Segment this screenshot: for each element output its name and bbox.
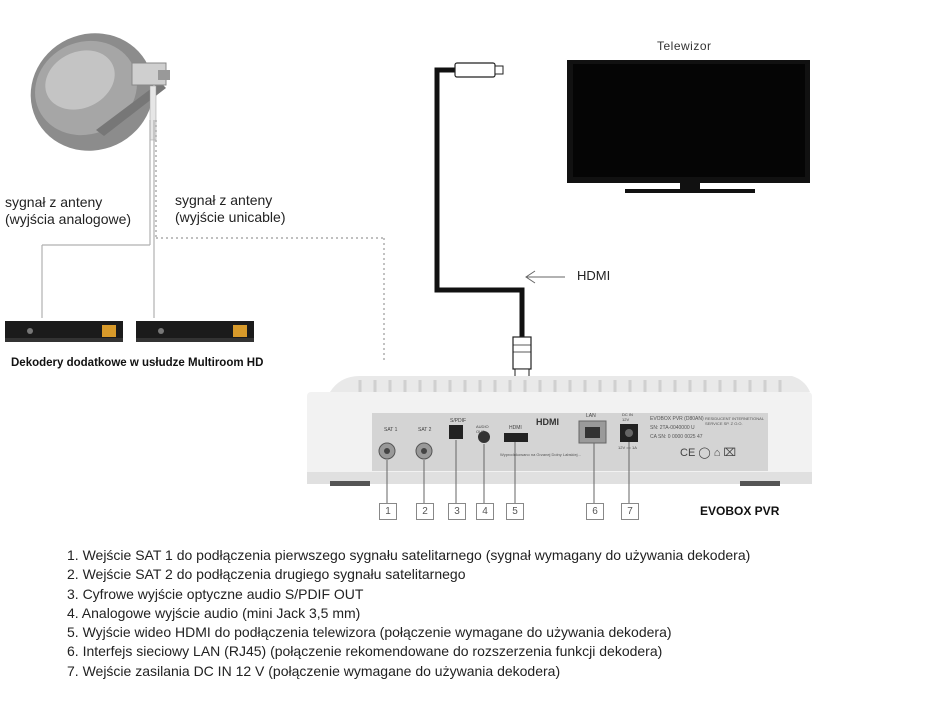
hdmi-port-label: HDMI	[509, 425, 522, 431]
ca-serial-label: CA SN: 0 0000 0025 47	[650, 434, 703, 440]
maker-label: RESIDUCENT INTERNETIONAL SERVICE SP. Z O…	[705, 416, 764, 426]
port-number-4: 4	[476, 503, 494, 520]
audio-port-label: AUDIO OUT	[476, 424, 489, 434]
serial-label: SN: 2TA-0040000 U	[650, 425, 695, 431]
hdmi-label: HDMI	[577, 268, 611, 283]
port-number-3: 3	[448, 503, 466, 520]
warning-label: Wyprodukowano na Grzanej Dolny Labskiej.…	[500, 452, 581, 457]
lan-port-label: LAN	[586, 413, 596, 419]
sat1-port-label: SAT 1	[384, 427, 398, 433]
port-number-5: 5	[506, 503, 524, 520]
hdmi-arrow-icon	[525, 270, 565, 284]
decoders-caption: Dekodery dodatkowe w usłudze Multiroom H…	[11, 357, 264, 369]
tv-title: Telewizor	[657, 39, 712, 53]
analog-signal-line1: sygnał z anteny	[5, 194, 103, 210]
decoder-box-2	[136, 321, 254, 342]
spdif-port-label: S/PDIF	[450, 418, 467, 424]
unicable-signal-line	[155, 120, 385, 362]
model-label: EVOBOX PVR (D80AN)	[650, 416, 704, 422]
evobox-device: CE ◯ ⌂ ⌧	[307, 376, 812, 486]
legend-item: 6. Interfejs sieciowy LAN (RJ45) (połącz…	[67, 643, 663, 660]
dc-port-label: DC IN 12V	[622, 412, 633, 422]
hdmi-cable	[434, 62, 532, 378]
port-number-6: 6	[586, 503, 604, 520]
port-number-7: 7	[621, 503, 639, 520]
legend-item: 5. Wyjście wideo HDMI do podłączenia tel…	[67, 624, 672, 641]
dc-rating-label: 12V == 1A	[618, 445, 637, 450]
tv-icon	[567, 60, 810, 193]
legend-item: 3. Cyfrowe wyjście optyczne audio S/PDIF…	[67, 585, 364, 602]
hdmi-logo: HDMI	[536, 417, 559, 427]
svg-text:CE ◯ ⌂ ⌧: CE ◯ ⌂ ⌧	[680, 447, 736, 459]
port-leader-lines	[386, 440, 630, 503]
legend-item: 1. Wejście SAT 1 do podłączenia pierwsze…	[67, 547, 751, 563]
satellite-dish-icon	[30, 33, 170, 151]
port-number-2: 2	[416, 503, 434, 520]
unicable-signal-line2: (wyjście unicable)	[175, 209, 286, 225]
analog-signal-label: sygnał z anteny (wyjścia analogowe)	[5, 194, 131, 228]
legend-item: 7. Wejście zasilania DC IN 12 V (połącze…	[67, 662, 561, 679]
port-number-1: 1	[379, 503, 397, 520]
analog-signal-line2: (wyjścia analogowe)	[5, 211, 132, 227]
unicable-signal-line1: sygnał z anteny	[175, 192, 273, 208]
port-legend: 1. Wejście SAT 1 do podłączenia pierwsze…	[67, 546, 750, 681]
unicable-signal-label: sygnał z anteny (wyjście unicable)	[175, 192, 285, 226]
analog-signal-lines	[41, 120, 155, 318]
device-name: EVOBOX PVR	[700, 504, 780, 518]
sat2-port-label: SAT 2	[418, 427, 432, 433]
decoder-box-1	[5, 321, 123, 342]
legend-item: 2. Wejście SAT 2 do podłączenia drugiego…	[67, 566, 466, 583]
legend-item: 4. Analogowe wyjście audio (mini Jack 3,…	[67, 604, 361, 621]
